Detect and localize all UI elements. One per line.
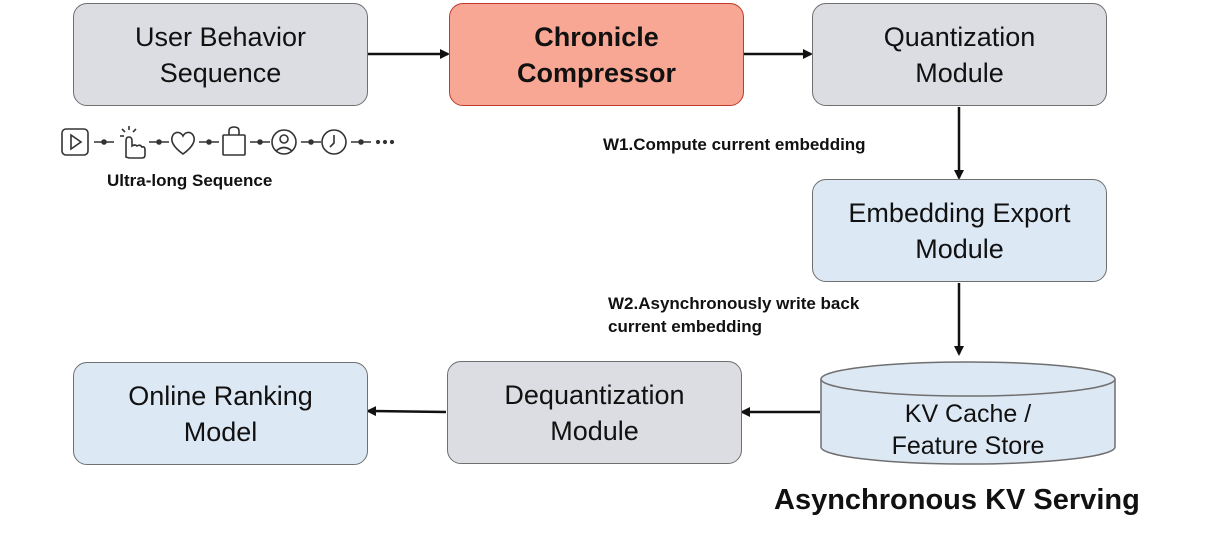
sequence-connector <box>94 139 114 145</box>
quantization-module-box: Quantization Module <box>812 3 1107 106</box>
ultra-long-sequence-label: Ultra-long Sequence <box>107 171 273 190</box>
dequantization-module-box: Dequantization Module <box>447 361 742 464</box>
step-w2-label: W2.Asynchronously write back current emb… <box>608 292 859 338</box>
quantization-line1: Quantization <box>883 21 1036 52</box>
user-behavior-line2: Sequence <box>159 57 282 88</box>
step-w1-label: W1.Compute current embedding <box>603 135 866 154</box>
clock-icon <box>321 129 347 155</box>
user-icon <box>271 129 297 155</box>
quantization-line2: Module <box>915 57 1004 88</box>
step-w2-line1: W2.Asynchronously write back <box>608 294 860 313</box>
embedding-export-line1: Embedding Export <box>848 197 1071 228</box>
chronicle-line2: Compressor <box>516 57 677 88</box>
ultra-long-sequence-strip <box>61 126 395 159</box>
chronicle-line1: Chronicle <box>534 21 659 52</box>
online-ranking-line1: Online Ranking <box>128 380 313 411</box>
user-behavior-sequence-box: User Behavior Sequence <box>73 3 368 106</box>
kv-cache-line2: Feature Store <box>891 432 1045 460</box>
arrow-dequantization-to-ranking <box>366 406 447 417</box>
chronicle-compressor-box: Chronicle Compressor <box>449 3 744 106</box>
sequence-connector-ellipsis <box>351 139 395 145</box>
dequantization-line2: Module <box>550 415 639 446</box>
sequence-connector <box>149 139 169 145</box>
sequence-connector <box>250 139 270 145</box>
online-ranking-line2: Model <box>183 416 258 447</box>
step-w2-line2: current embedding <box>608 317 762 336</box>
online-ranking-model-box: Online Ranking Model <box>73 362 368 465</box>
async-kv-serving-title: Asynchronous KV Serving <box>774 484 1140 516</box>
embedding-export-module-box: Embedding Export Module <box>812 179 1107 282</box>
kv-cache-label: KV Cache / Feature Store <box>821 398 1115 462</box>
heart-icon <box>170 131 196 155</box>
shopping-bag-icon <box>222 126 246 156</box>
sequence-connector <box>301 139 321 145</box>
embedding-export-line2: Module <box>915 233 1004 264</box>
dequantization-line1: Dequantization <box>504 379 685 410</box>
play-icon <box>61 128 89 156</box>
kv-cache-cylinder <box>820 361 1116 465</box>
click-hand-icon <box>120 126 146 159</box>
user-behavior-line1: User Behavior <box>134 21 307 52</box>
sequence-connector <box>199 139 219 145</box>
kv-cache-line1: KV Cache / <box>904 400 1032 428</box>
